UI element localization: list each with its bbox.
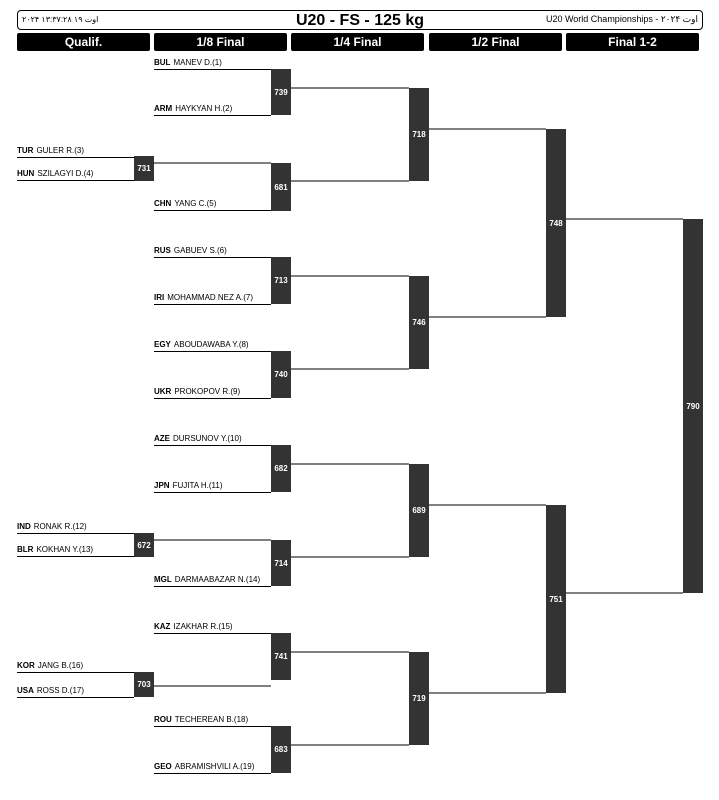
- bout-box[interactable]: 689: [409, 464, 429, 557]
- bout-box[interactable]: 731: [134, 156, 154, 181]
- bout-box[interactable]: 746: [409, 276, 429, 369]
- final-bout-box[interactable]: 790: [683, 219, 703, 593]
- bracket-header: ۲۰۲۴ اوت ۱۹ ۱۳:۳۷:۲۸ U20 - FS - 125 kg U…: [17, 10, 703, 30]
- bout-box[interactable]: 740: [271, 351, 291, 398]
- header-datetime: ۲۰۲۴ اوت ۱۹ ۱۳:۳۷:۲۸: [22, 15, 99, 24]
- round-1-4-final: 1/4 Final: [291, 33, 424, 51]
- round-final: Final 1-2: [566, 33, 699, 51]
- bout-box[interactable]: 719: [409, 652, 429, 745]
- bout-box[interactable]: 681: [271, 163, 291, 211]
- round-1-8-final: 1/8 Final: [154, 33, 287, 51]
- bout-box[interactable]: 741: [271, 633, 291, 680]
- round-qualif: Qualif.: [17, 33, 150, 51]
- page-title: U20 - FS - 125 kg: [295, 12, 425, 29]
- event-name: U20 World Championships - ۲۰۲۴ اوت: [545, 14, 698, 24]
- bout-box[interactable]: 748: [546, 129, 566, 317]
- bout-box[interactable]: 714: [271, 540, 291, 586]
- bout-box[interactable]: 682: [271, 445, 291, 492]
- bout-box[interactable]: 703: [134, 672, 154, 697]
- round-1-2-final: 1/2 Final: [429, 33, 562, 51]
- bout-box[interactable]: 672: [134, 533, 154, 557]
- bout-box[interactable]: 713: [271, 257, 291, 304]
- bout-box[interactable]: 718: [409, 88, 429, 181]
- bout-box[interactable]: 739: [271, 69, 291, 115]
- bout-box[interactable]: 683: [271, 726, 291, 773]
- bout-box[interactable]: 751: [546, 505, 566, 693]
